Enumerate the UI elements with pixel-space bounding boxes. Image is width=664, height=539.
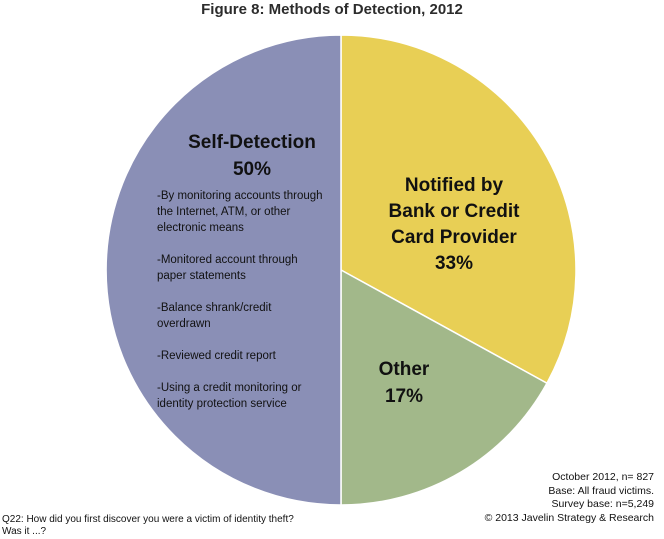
self-detection-bullet-1-line-3: electronic means: [157, 222, 244, 234]
pie-slice-notified-by-bank: [340, 34, 577, 385]
chart-title: Figure 8: Methods of Detection, 2012: [201, 1, 463, 18]
slice-label-notified-line-2: Bank or Credit: [389, 201, 521, 222]
slice-pct-other: 17%: [385, 386, 423, 407]
slice-pct-self-detection: 50%: [233, 159, 271, 180]
self-detection-bullet-4-line-1: -Reviewed credit report: [157, 350, 277, 362]
slice-label-notified-line-3: Card Provider: [391, 227, 517, 248]
self-detection-bullet-5-line-1: -Using a credit monitoring or: [157, 382, 302, 394]
question-line-2: Was it ...?: [2, 526, 47, 537]
self-detection-bullet-2-line-2: paper statements: [157, 270, 246, 282]
self-detection-bullet-1-line-1: -By monitoring accounts through: [157, 190, 323, 202]
slice-pct-notified: 33%: [435, 253, 473, 274]
question-line-1: Q22: How did you first discover you were…: [2, 514, 294, 525]
slice-label-notified-line-1: Notified by: [405, 175, 504, 196]
survey-question: Q22: How did you first discover you were…: [2, 514, 362, 538]
pie-slice-other: [340, 268, 548, 506]
self-detection-bullet-3-line-2: overdrawn: [157, 318, 211, 330]
self-detection-bullet-1-line-2: the Internet, ATM, or other: [157, 206, 291, 218]
footnote-line-copyright: © 2013 Javelin Strategy & Research: [484, 511, 654, 524]
source-footnote: October 2012, n= 827 Base: All fraud vic…: [485, 471, 654, 525]
pie-slice-self-detection: [105, 34, 342, 506]
footnote-line-survey-base: Survey base: n=5,249: [551, 498, 654, 510]
self-detection-bullet-5-line-2: identity protection service: [157, 398, 287, 410]
footnote-line-base: Base: All fraud victims.: [548, 484, 654, 497]
footnote-line-date: October 2012, n= 827: [552, 471, 654, 483]
slice-label-self-detection: Self-Detection: [188, 132, 316, 153]
self-detection-bullet-3-line-1: -Balance shrank/credit: [157, 302, 272, 314]
self-detection-bullet-2-line-1: -Monitored account through: [157, 254, 298, 266]
slice-label-other: Other: [379, 359, 430, 380]
